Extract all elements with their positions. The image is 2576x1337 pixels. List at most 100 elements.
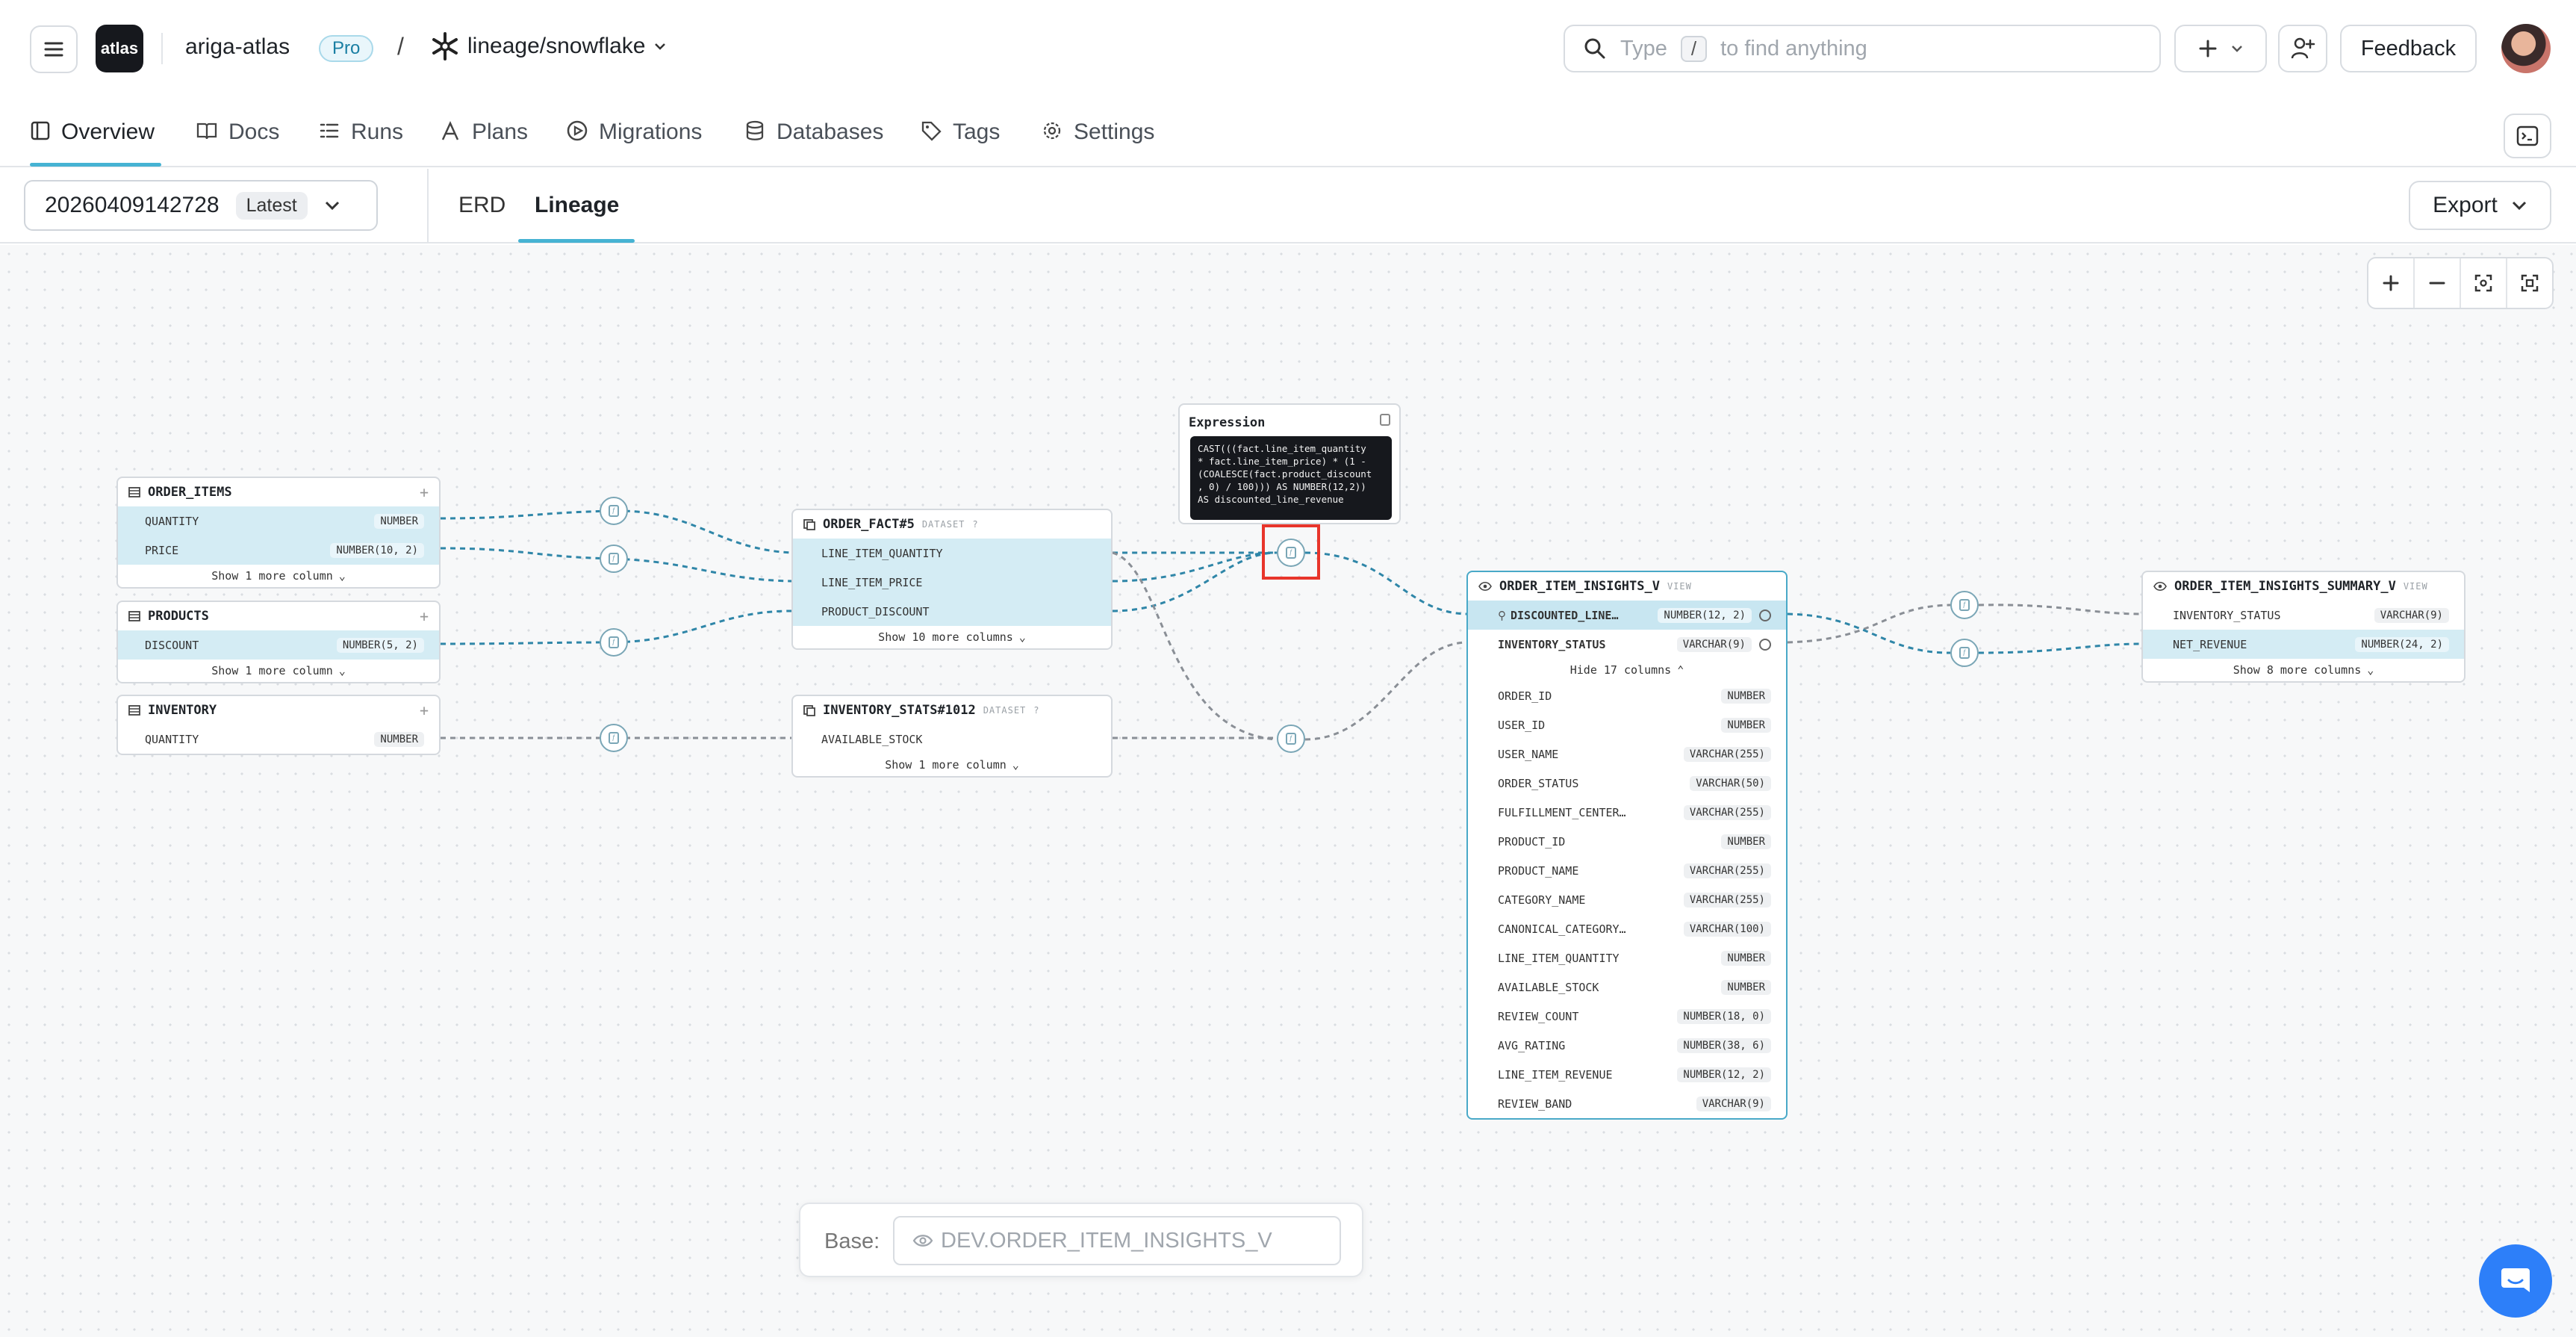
- nav-tags[interactable]: Tags: [920, 120, 1000, 166]
- expand-icon[interactable]: +: [419, 483, 429, 501]
- node-order-fact[interactable]: ORDER_FACT#5 DATASET ? LINE_ITEM_QUANTIT…: [791, 509, 1113, 650]
- fit-view-button[interactable]: [2461, 258, 2507, 308]
- nav-migrations-label: Migrations: [599, 120, 703, 144]
- column-name: QUANTITY: [145, 732, 199, 746]
- chevron-down-icon: [2512, 201, 2526, 211]
- column-row[interactable]: PRODUCT_DISCOUNT: [793, 597, 1111, 626]
- feedback-button[interactable]: Feedback: [2340, 25, 2477, 72]
- column-row[interactable]: LINE_ITEM_QUANTITY: [793, 539, 1111, 568]
- search-input[interactable]: Type / to find anything: [1564, 25, 2161, 72]
- invite-user-button[interactable]: [2278, 25, 2327, 72]
- column-name: DISCOUNT: [145, 638, 199, 652]
- column-row[interactable]: LINE_ITEM_PRICE: [793, 568, 1111, 597]
- project-selector[interactable]: lineage/snowflake: [430, 31, 667, 61]
- function-icon: ƒ: [1959, 647, 1970, 659]
- transform-marker-selected[interactable]: ƒ: [1277, 539, 1305, 567]
- transform-marker[interactable]: ƒ: [600, 545, 628, 573]
- terminal-button[interactable]: [2504, 114, 2551, 158]
- chat-launcher-button[interactable]: [2479, 1244, 2552, 1318]
- show-more-columns[interactable]: Show 8 more columns⌄: [2143, 659, 2464, 681]
- circle-minus-icon[interactable]: [1759, 609, 1771, 621]
- transform-marker[interactable]: ƒ: [1950, 591, 1979, 619]
- nav-runs[interactable]: Runs: [318, 120, 403, 166]
- nav-plans[interactable]: Plans: [439, 120, 528, 166]
- column-name: NET_REVENUE: [2173, 637, 2247, 651]
- export-button[interactable]: Export: [2409, 181, 2551, 230]
- nav-overview[interactable]: Overview: [30, 120, 155, 166]
- search-icon: [1584, 38, 1605, 59]
- column-row[interactable]: INVENTORY_STATUS VARCHAR(9): [1468, 630, 1786, 659]
- fullscreen-button[interactable]: [2507, 258, 2552, 308]
- hide-columns-toggle[interactable]: Hide 17 columns⌃: [1468, 659, 1786, 681]
- show-more-columns[interactable]: Show 10 more columns⌄: [793, 626, 1111, 648]
- column-row-selected[interactable]: ⚲ DISCOUNTED_LINE… NUMBER(12, 2): [1468, 601, 1786, 630]
- user-avatar[interactable]: [2501, 24, 2551, 73]
- expand-icon[interactable]: +: [419, 607, 429, 625]
- show-more-columns[interactable]: Show 1 more column⌄: [118, 660, 439, 682]
- show-more-columns[interactable]: Show 1 more column⌄: [118, 565, 439, 587]
- show-more-label: Show 8 more columns: [2233, 663, 2362, 677]
- circle-minus-icon[interactable]: [1759, 638, 1771, 651]
- column-row[interactable]: AVAILABLE_STOCK: [793, 725, 1111, 754]
- minus-icon: [2429, 282, 2445, 285]
- help-icon[interactable]: ?: [1033, 705, 1040, 716]
- atlas-logo[interactable]: atlas: [96, 25, 143, 72]
- column-type: NUMBER(12, 2): [1677, 1067, 1771, 1082]
- transform-marker[interactable]: ƒ: [1950, 639, 1979, 667]
- node-order-item-insights-summary[interactable]: ORDER_ITEM_INSIGHTS_SUMMARY_V VIEW INVEN…: [2141, 571, 2465, 683]
- column-name: AVAILABLE_STOCK: [1498, 980, 1599, 994]
- base-input[interactable]: DEV.ORDER_ITEM_INSIGHTS_V: [893, 1216, 1341, 1265]
- node-title: INVENTORY: [148, 703, 217, 718]
- nav-databases[interactable]: Databases: [744, 120, 883, 166]
- transform-marker[interactable]: ƒ: [600, 724, 628, 752]
- lineage-canvas[interactable]: [0, 245, 2576, 1337]
- show-more-columns[interactable]: Show 1 more column⌄: [793, 754, 1111, 776]
- org-name[interactable]: ariga-atlas: [185, 34, 290, 59]
- menu-button[interactable]: [30, 25, 78, 73]
- column-row[interactable]: CANONICAL_CATEGORY…VARCHAR(100): [1468, 914, 1786, 943]
- zoom-out-button[interactable]: [2415, 258, 2461, 308]
- tab-erd[interactable]: ERD: [458, 193, 506, 217]
- chevron-up-icon: ⌃: [1677, 663, 1684, 677]
- copy-icon[interactable]: [1380, 414, 1390, 426]
- node-inventory-stats[interactable]: INVENTORY_STATS#1012 DATASET ? AVAILABLE…: [791, 695, 1113, 778]
- column-row[interactable]: FULFILLMENT_CENTER…VARCHAR(255): [1468, 798, 1786, 827]
- transform-marker[interactable]: ƒ: [600, 628, 628, 657]
- nav-settings[interactable]: Settings: [1041, 120, 1154, 166]
- transform-marker[interactable]: ƒ: [1277, 725, 1305, 753]
- tab-lineage[interactable]: Lineage: [535, 193, 620, 217]
- base-value: DEV.ORDER_ITEM_INSIGHTS_V: [941, 1228, 1272, 1253]
- function-icon: ƒ: [1959, 599, 1970, 611]
- node-order-item-insights[interactable]: ORDER_ITEM_INSIGHTS_V VIEW ⚲ DISCOUNTED_…: [1466, 571, 1788, 1120]
- nav-migrations[interactable]: Migrations: [566, 120, 702, 166]
- version-selector[interactable]: 20260409142728 Latest: [24, 180, 378, 231]
- create-dropdown-button[interactable]: [2174, 25, 2267, 72]
- transform-marker[interactable]: ƒ: [600, 497, 628, 525]
- zoom-in-button[interactable]: [2368, 258, 2415, 308]
- help-icon[interactable]: ?: [972, 519, 979, 530]
- nav-docs[interactable]: Docs: [196, 120, 279, 166]
- expand-icon[interactable]: +: [419, 701, 429, 719]
